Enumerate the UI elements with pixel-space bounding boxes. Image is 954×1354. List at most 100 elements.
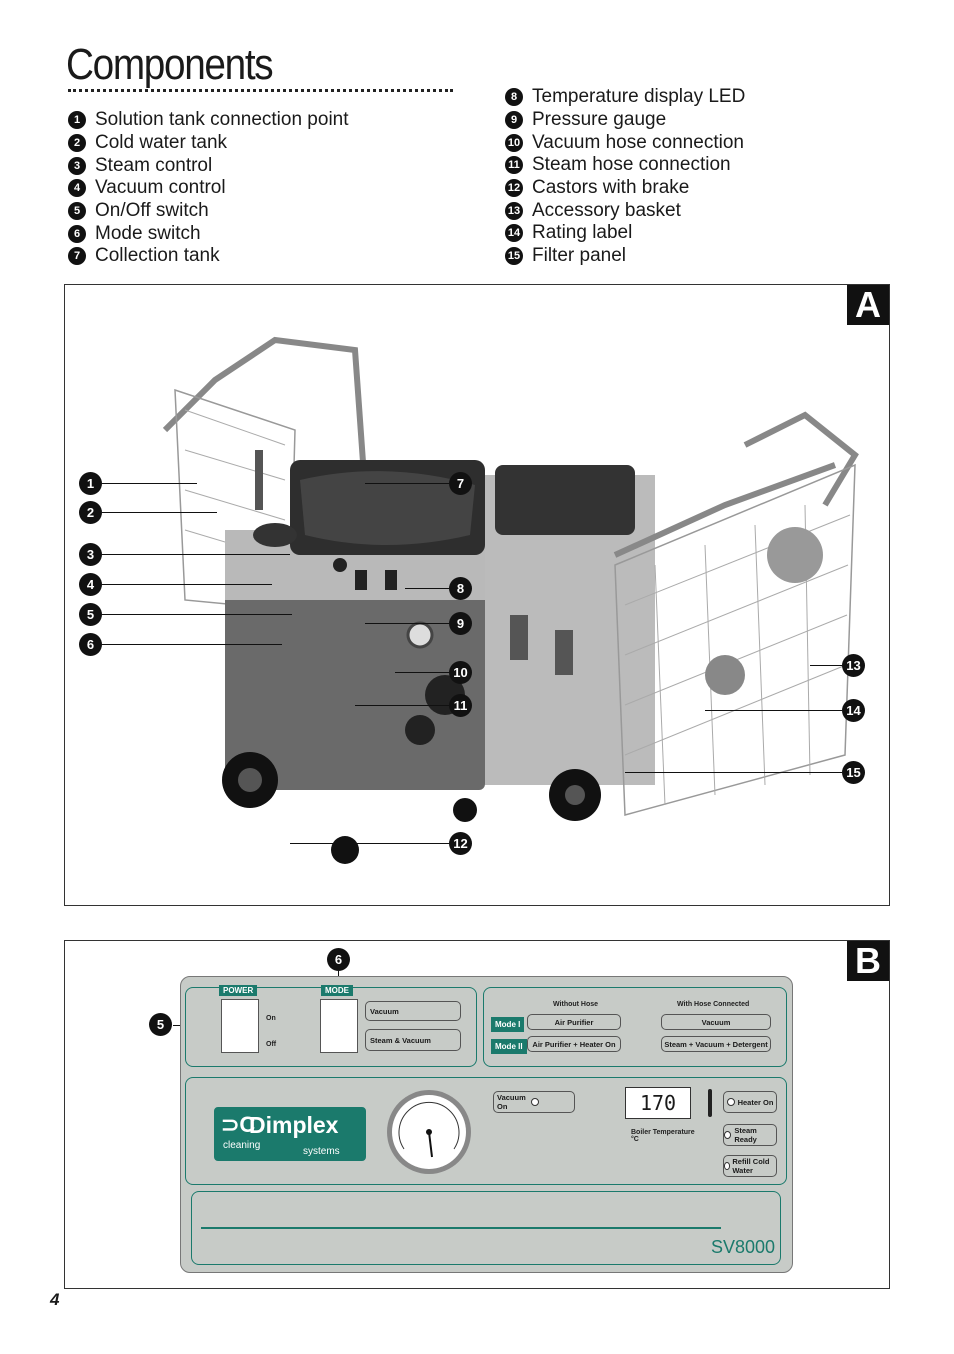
display-section: [185, 1077, 787, 1185]
off-label: Off: [266, 1041, 277, 1048]
heater-on-indicator: Heater On: [723, 1091, 777, 1113]
callout-3: 3: [79, 543, 102, 566]
mode-tag: MODE: [321, 985, 353, 996]
callout-5-leader: [102, 614, 292, 615]
component-number-badge: 9: [505, 111, 523, 130]
callout-13: 13: [842, 654, 865, 677]
component-item: 10 Vacuum hose connection: [505, 131, 745, 154]
callout-1: 1: [79, 472, 102, 495]
callout-6-leader: [102, 644, 282, 645]
power-tag: POWER: [219, 985, 258, 996]
component-item: 9 Pressure gauge: [505, 109, 745, 132]
heater-on-label: Heater On: [737, 1097, 774, 1107]
callout-14: 14: [842, 699, 865, 722]
callout-14-leader: [705, 710, 842, 711]
component-item: 4 Vacuum control: [68, 177, 349, 200]
brand-sub-cleaning: cleaning: [223, 1140, 261, 1151]
component-item: 6 Mode switch: [68, 222, 349, 245]
callout-3-leader: [102, 554, 290, 555]
model-name: SV8000: [711, 1237, 776, 1257]
mode-table-section: [483, 987, 787, 1067]
component-label: Steam control: [95, 154, 213, 176]
component-label: Castors with brake: [532, 177, 690, 199]
callout-5: 5: [79, 603, 102, 626]
temperature-display: 170: [625, 1087, 691, 1119]
component-number-badge: 3: [68, 156, 86, 175]
temperature-value: 170: [639, 1091, 677, 1115]
power-switch[interactable]: [221, 999, 259, 1053]
callout-4: 4: [79, 573, 102, 596]
component-number-badge: 5: [68, 202, 86, 221]
mode-switch[interactable]: [320, 999, 358, 1053]
control-panel: POWER On Off MODE Vacuum Steam & Vacuum …: [180, 976, 793, 1273]
mode1-without-cell: Air Purifier: [527, 1014, 621, 1030]
dimplex-logo-icon: ⊃C: [221, 1112, 256, 1137]
title-dotted-rule: [68, 89, 453, 92]
mode2-with-cell: Steam + Vacuum + Detergent: [661, 1036, 771, 1052]
steam-cleaner-rear-illustration: [485, 411, 859, 821]
callout-9: 9: [449, 612, 472, 635]
steam-ready-led-icon: [724, 1131, 732, 1139]
callout-12: 12: [449, 832, 472, 855]
callout-10: 10: [449, 661, 472, 684]
component-label: Pressure gauge: [532, 109, 667, 131]
callout-12-leader: [290, 843, 449, 844]
on-label: On: [266, 1015, 276, 1022]
callout-11-leader: [355, 705, 449, 706]
component-number-badge: 15: [505, 247, 523, 266]
callout-1-leader: [102, 483, 197, 484]
mode1-with-cell: Vacuum: [661, 1014, 771, 1030]
callout-8: 8: [449, 577, 472, 600]
mode2-tag: Mode II: [491, 1039, 527, 1054]
component-label: Cold water tank: [95, 132, 228, 154]
component-label: Temperature display LED: [532, 86, 746, 108]
figure-a-letter: A: [847, 284, 889, 325]
component-label: Vacuum hose connection: [532, 131, 744, 153]
callout-9-leader: [365, 623, 449, 624]
refill-indicator: Refill Cold Water: [723, 1155, 777, 1177]
model-section: [191, 1191, 781, 1265]
component-number-badge: 10: [505, 133, 523, 152]
steam-ready-label: Steam Ready: [734, 1126, 757, 1144]
component-label: Collection tank: [95, 245, 220, 267]
component-number-badge: 6: [68, 224, 86, 243]
component-item: 15 Filter panel: [505, 245, 745, 268]
component-item: 3 Steam control: [68, 154, 349, 177]
component-item: 14 Rating label: [505, 222, 745, 245]
vacuum-on-led-icon: [531, 1098, 539, 1106]
component-number-badge: 4: [68, 179, 86, 198]
callout-15-leader: [625, 772, 842, 773]
callout-4-leader: [102, 584, 272, 585]
component-label: Mode switch: [95, 222, 201, 244]
callout-6: 6: [327, 948, 350, 971]
callout-13-leader: [810, 665, 842, 666]
with-hose-header: With Hose Connected: [677, 1001, 750, 1008]
callout-7: 7: [449, 472, 472, 495]
component-label: Filter panel: [532, 245, 626, 267]
component-label: Accessory basket: [532, 199, 681, 221]
component-number-badge: 13: [505, 201, 523, 220]
component-label: Solution tank connection point: [95, 109, 349, 131]
component-number-badge: 1: [68, 111, 86, 130]
vacuum-on-indicator: Vacuum On: [493, 1091, 575, 1113]
callout-8-leader: [405, 588, 449, 589]
component-label: Vacuum control: [95, 177, 226, 199]
callout-2-leader: [102, 512, 217, 513]
component-item: 1 Solution tank connection point: [68, 109, 349, 132]
callout-2: 2: [79, 501, 102, 524]
callout-15: 15: [842, 761, 865, 784]
component-label: Rating label: [532, 222, 633, 244]
refill-label: Refill Cold Water: [732, 1157, 770, 1175]
swoosh-decoration: [201, 1227, 721, 1229]
component-number-badge: 14: [505, 224, 523, 243]
refill-led-icon: [724, 1162, 731, 1170]
page-title: Components: [66, 40, 274, 89]
